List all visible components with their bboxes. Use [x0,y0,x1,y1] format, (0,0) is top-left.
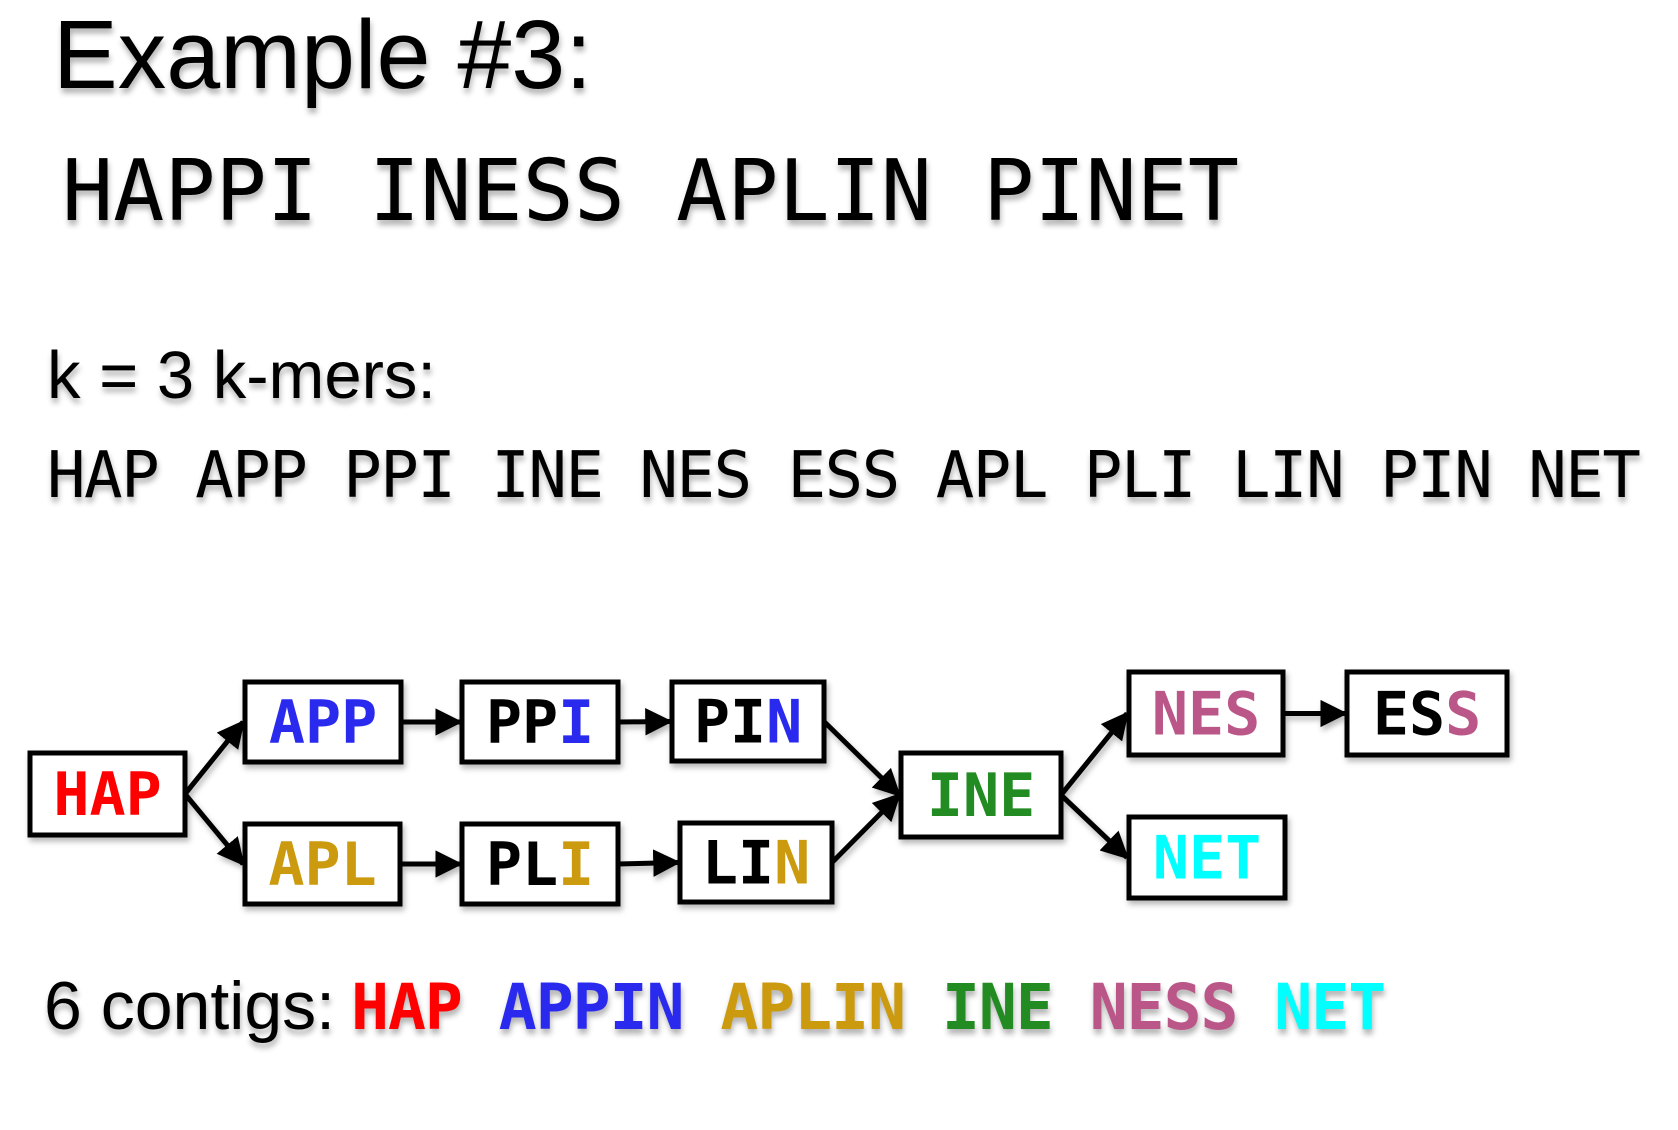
slide-title: Example #3: [53,0,593,109]
node-box [677,820,835,905]
edge-PLI-LIN [617,849,681,877]
graph-node-INE: INE [898,750,1064,840]
edge-PPI-PIN [617,707,673,736]
contig-INE: INE [941,971,1054,1044]
input-sequences: HAPPI INESS APLIN PINET [62,142,1240,241]
edge-HAP-APP [183,719,245,796]
node-label: ESS [1373,680,1481,750]
graph-node-ESS: ESS [1344,669,1510,758]
node-box [27,750,188,838]
kmer-list: HAP APP PPI INE NES ESS APL PLI LIN PIN … [47,439,1641,513]
node-label: HAP [53,760,161,830]
contig-NET: NET [1274,971,1386,1044]
contig-APLIN: APLIN [720,971,906,1044]
graph-node-PLI: PLI [459,821,621,907]
graph-node-PIN: PIN [669,679,827,764]
node-box [459,821,621,907]
node-label: NES [1152,680,1260,750]
node-label: PPI [486,688,594,758]
node-label: NET [1153,824,1261,894]
graph-node-LIN: LIN [677,820,835,905]
contig-NESS: NESS [1089,971,1239,1044]
edge-HAP-APL [183,792,245,867]
node-box [898,750,1064,840]
node-label: PLI [486,830,594,900]
graph-node-APP: APP [242,679,404,765]
contigs-label: 6 contigs: [44,968,336,1044]
contig-APPIN: APPIN [498,971,685,1044]
node-box [669,679,827,764]
node-label: INE [927,761,1035,831]
node-label: APL [268,830,376,900]
edge-LIN-INE [830,793,901,865]
node-label: APP [269,688,377,758]
edge-INE-NET [1059,793,1129,860]
edge-PIN-INE [822,719,901,797]
node-box [1126,814,1288,901]
graph-node-APL: APL [242,821,403,907]
node-box [1126,669,1286,758]
contigs-words: HAP APPIN APLIN INE NESS NET [351,971,1386,1044]
graph-node-PPI: PPI [459,679,621,765]
graph-node-HAP: HAP [27,750,188,838]
edge-INE-NES [1059,711,1129,797]
contig-HAP: HAP [351,971,463,1044]
node-label: PIN [694,688,802,758]
graph-node-NET: NET [1126,814,1288,901]
node-box [242,821,403,907]
contigs-line: 6 contigs:HAP APPIN APLIN INE NESS NET [44,972,1386,1040]
node-box [459,679,621,765]
node-box [1344,669,1510,758]
node-box [242,679,404,765]
node-label: LIN [702,829,810,899]
kmers-heading: k = 3 k-mers: [47,338,437,413]
graph-node-NES: NES [1126,669,1286,758]
